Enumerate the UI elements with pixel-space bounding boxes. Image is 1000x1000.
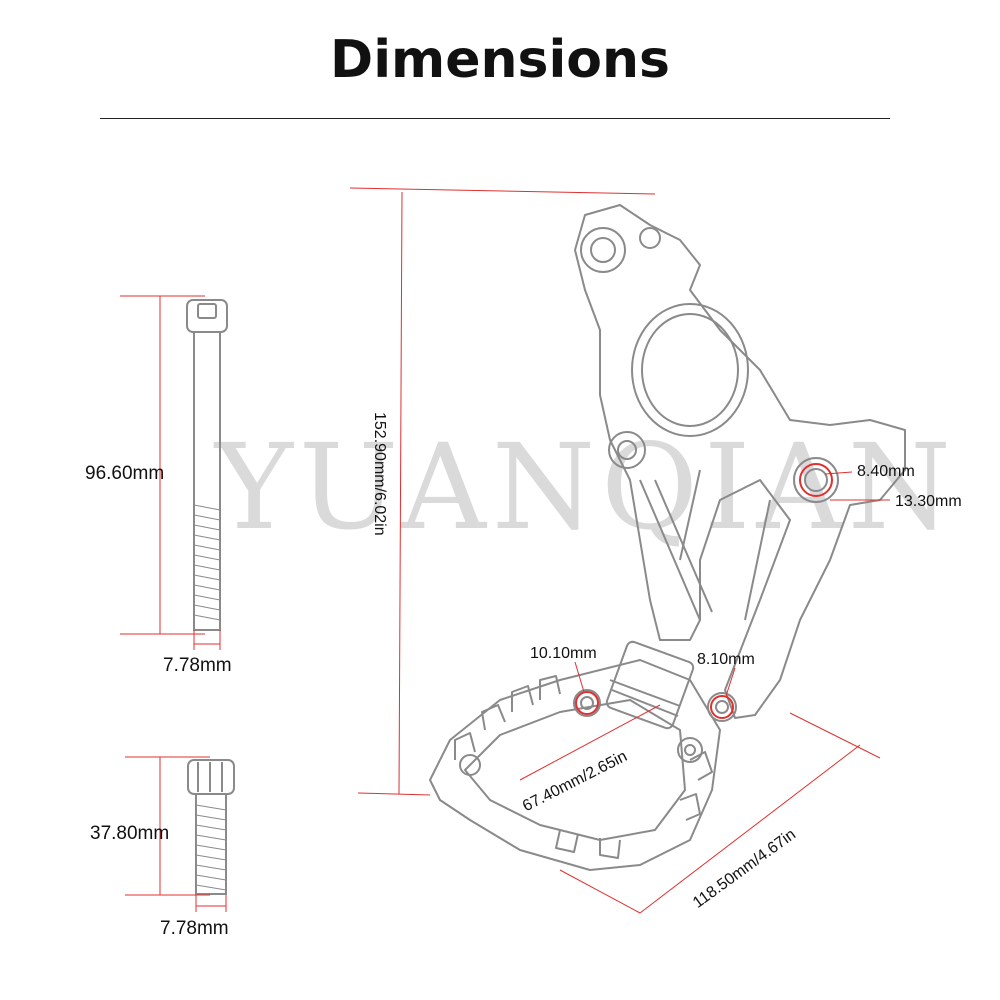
short-bolt-length-label: 37.80mm	[90, 823, 170, 844]
long-bolt-dimension	[120, 295, 221, 650]
long-bolt-diameter-label: 7.78mm	[163, 655, 232, 676]
upper-hole-inner-label: 8.40mm	[857, 463, 915, 480]
peg-hole-right-label: 8.10mm	[697, 651, 755, 668]
leader-lines	[519, 471, 890, 781]
short-bolt-diameter-label: 7.78mm	[160, 918, 229, 939]
footpeg-bracket	[429, 204, 906, 871]
height-dimension	[349, 187, 656, 796]
total-height-text: 152.90mm/6.02in	[371, 412, 388, 536]
hole-highlights	[575, 463, 833, 719]
title-divider	[100, 118, 890, 119]
long-bolt-length-label: 96.60mm	[85, 463, 165, 484]
short-bolt-dimension	[125, 756, 227, 912]
long-bolt	[186, 299, 228, 631]
page-title: Dimensions	[330, 30, 670, 90]
peg-length-dimension	[559, 712, 881, 914]
short-bolt	[187, 759, 235, 895]
peg-hole-left-label: 10.10mm	[530, 645, 597, 662]
total-height-label: 152.90mm/6.02in	[370, 412, 388, 536]
upper-hole-outer-label: 13.30mm	[895, 493, 962, 510]
